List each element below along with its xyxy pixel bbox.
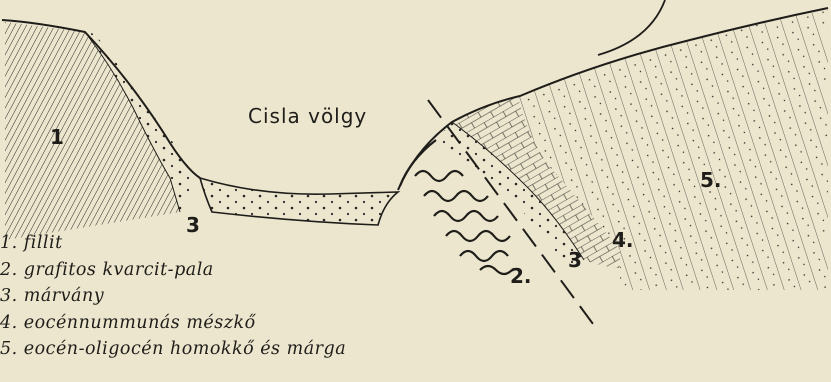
section-label-3-right: 3: [568, 248, 582, 272]
section-label-2: 2.: [510, 264, 532, 288]
valley-fill: [200, 178, 398, 225]
title-label: Cisla völgy: [248, 104, 367, 128]
legend-item: 3. márvány: [0, 283, 346, 310]
legend-item: 5. eocén-oligocén homokkő és márga: [0, 336, 346, 363]
section-label-4: 4.: [612, 228, 634, 252]
section-label-1: 1: [50, 125, 64, 149]
section-label-5: 5.: [700, 168, 722, 192]
legend-item: 2. grafitos kvarcit-pala: [0, 257, 346, 284]
arc-line: [598, 0, 665, 55]
legend-item: 1. fillit: [0, 230, 346, 257]
legend-list: 1. fillit 2. grafitos kvarcit-pala 3. má…: [0, 230, 346, 363]
legend-item: 4. eocénnummunás mészkő: [0, 310, 346, 337]
